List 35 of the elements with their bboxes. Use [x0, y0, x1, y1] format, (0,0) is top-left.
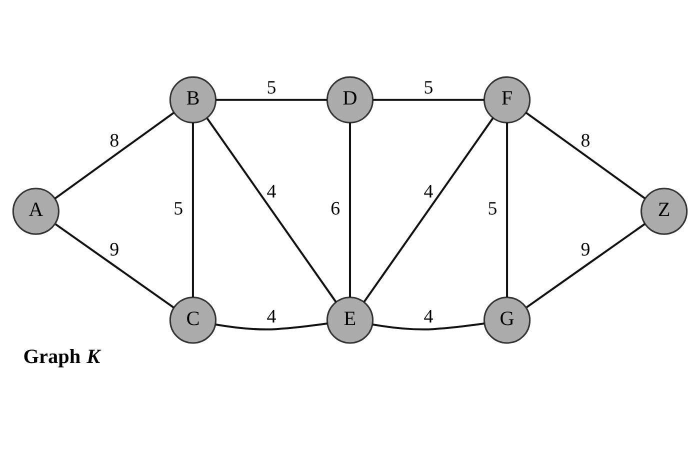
connector: [348, 122, 352, 297]
connector: [215, 322, 328, 330]
node-circle: C: [169, 296, 217, 344]
edge-label: 8: [110, 130, 120, 152]
connector: [363, 116, 494, 302]
node-circle: Z: [640, 187, 688, 234]
node-circle: E: [326, 296, 374, 344]
edge-label: 4: [424, 180, 434, 202]
connector: [54, 222, 174, 308]
connector: [526, 222, 646, 308]
node-circle: A: [12, 187, 60, 234]
connector: [372, 322, 484, 330]
edge-label: 5: [174, 198, 184, 219]
connector: [54, 112, 174, 199]
node-circle: B: [169, 76, 217, 123]
node-circle: G: [483, 296, 531, 344]
connector: [206, 117, 337, 302]
edge-label: 5: [266, 77, 276, 98]
edge-label: 5: [488, 198, 498, 219]
edge-label: 6: [330, 198, 340, 219]
edge-label: 4: [266, 306, 276, 328]
node-circle: F: [483, 76, 531, 123]
edge-label: 8: [580, 130, 590, 152]
caption: Graph K: [23, 346, 100, 368]
connector: [506, 122, 508, 297]
edge-label: 9: [110, 239, 120, 260]
edge-label: 5: [424, 77, 434, 98]
connector: [192, 122, 194, 297]
connector: [216, 98, 328, 100]
edge-label: 4: [266, 180, 276, 202]
connector: [373, 98, 484, 100]
connector: [525, 111, 646, 199]
edge-label: 9: [580, 239, 590, 260]
edge-label: 4: [424, 306, 434, 328]
node-circle: D: [326, 76, 374, 123]
